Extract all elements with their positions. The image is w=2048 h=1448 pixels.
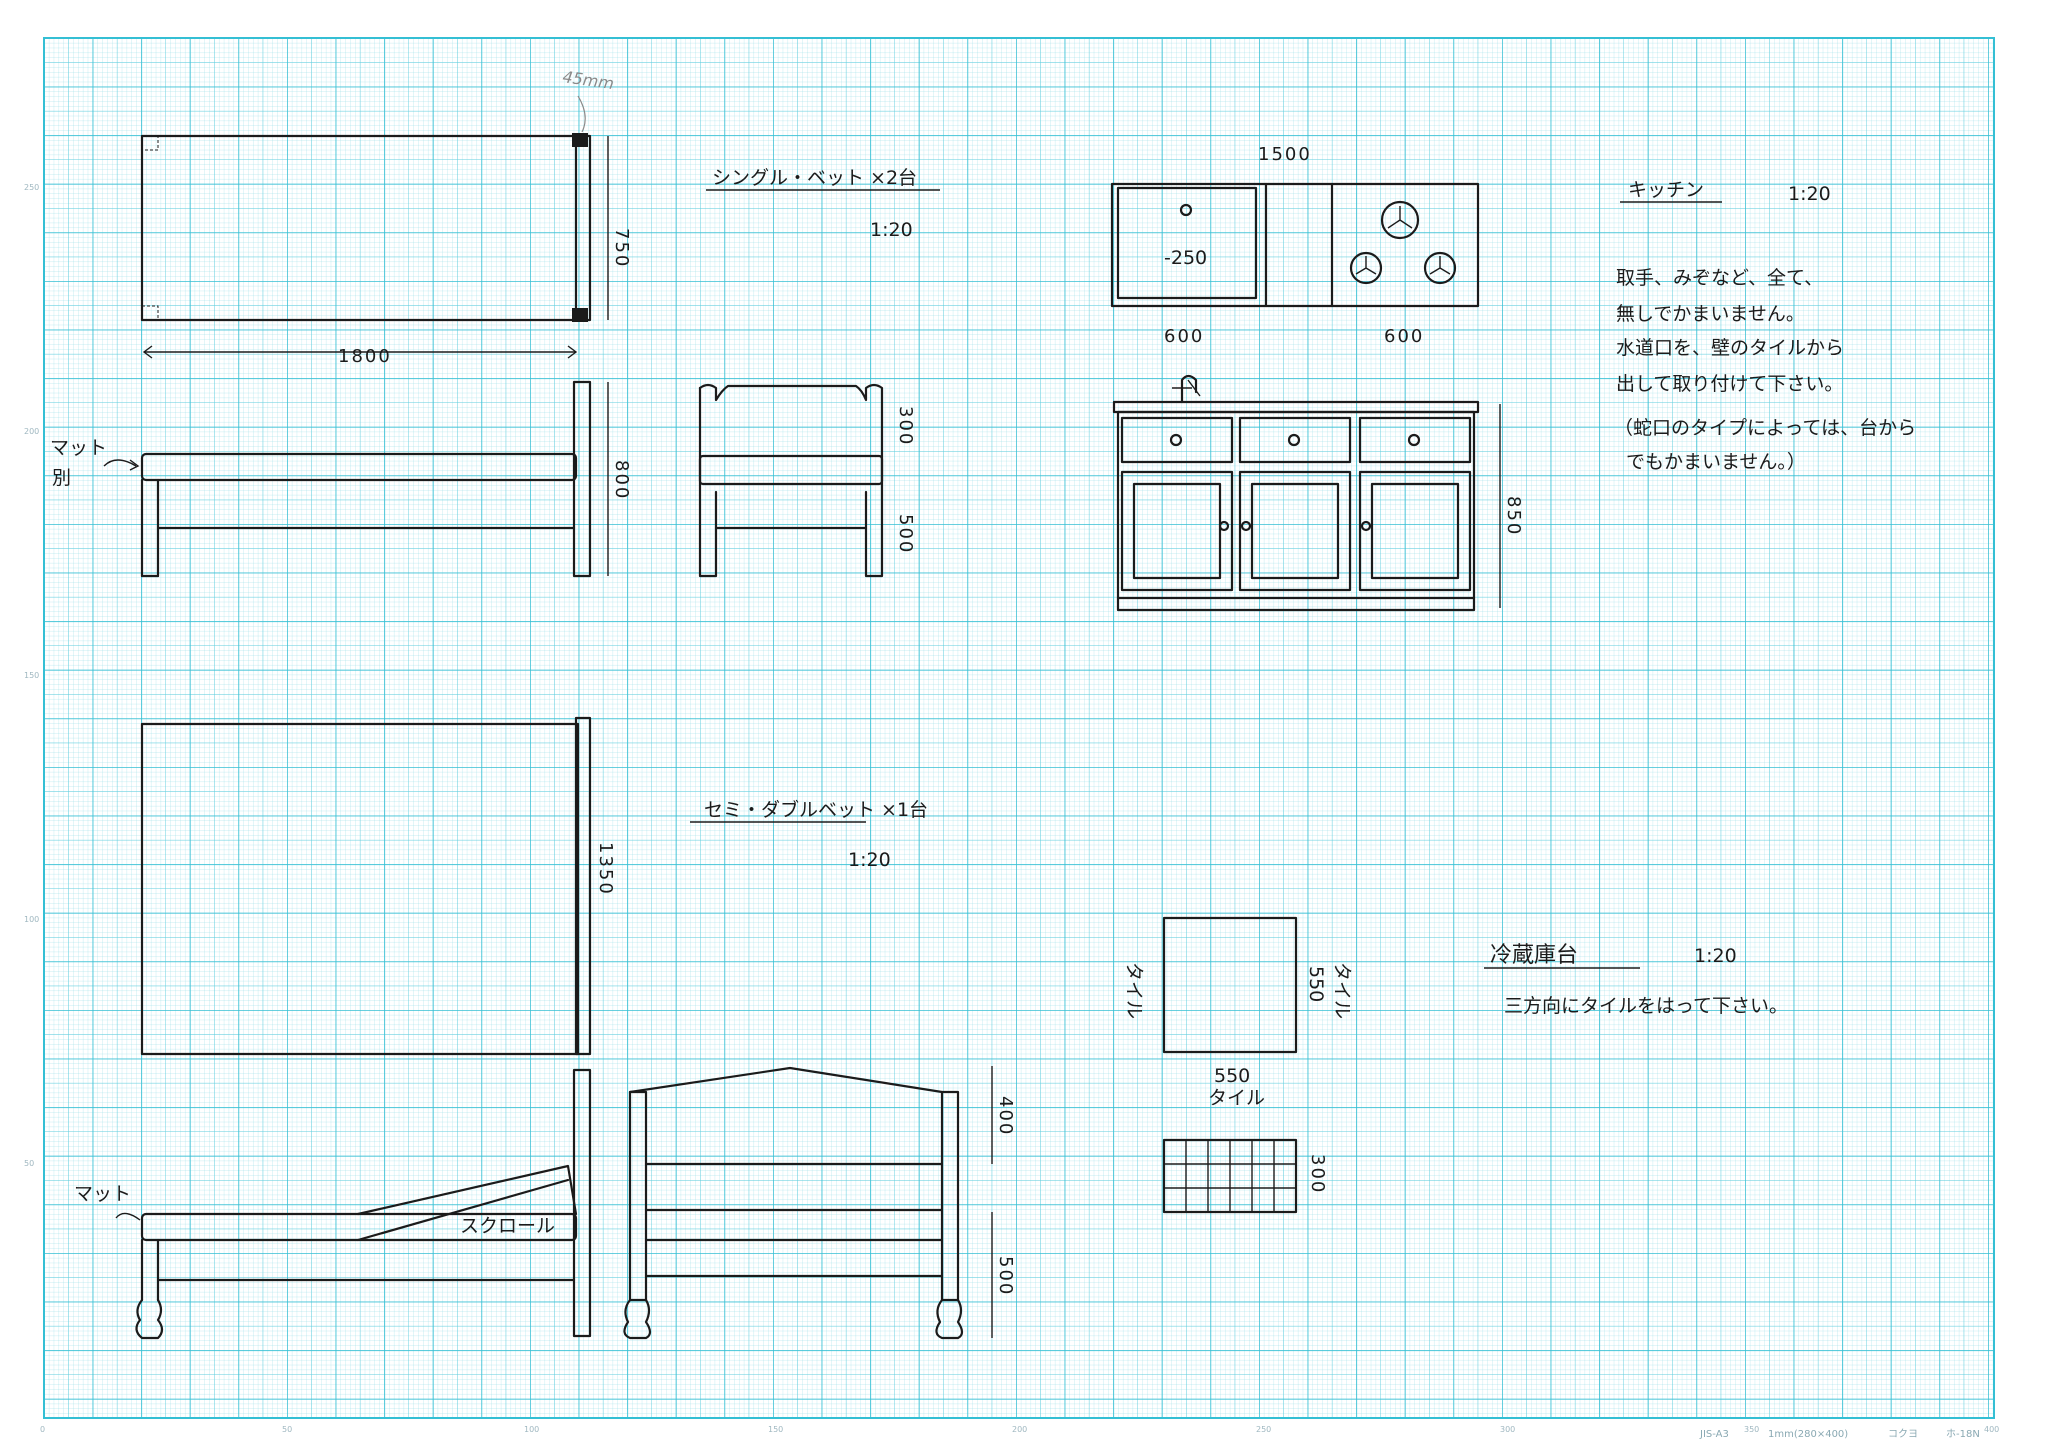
- single-bed-title: シングル・ベット ×2台: [712, 167, 917, 189]
- kitchen-note-2: 無しでかまいません。: [1616, 303, 1805, 325]
- semi-double-mat-note: マット: [74, 1183, 131, 1205]
- fridge-bottom-dim: 550: [1214, 1065, 1250, 1087]
- single-bed-end-elevation: 300 500: [698, 383, 916, 578]
- semi-double-depth-dim: 1350: [595, 842, 616, 896]
- x-axis-ticks: 0 50 100 150 200 250 300 350 400: [40, 1425, 1999, 1434]
- x-tick: 50: [282, 1425, 292, 1434]
- fridge-left-tile: タイル: [1123, 962, 1145, 1019]
- fridge-note: 三方向にタイルをはって下さい。: [1504, 995, 1788, 1017]
- kitchen-sink-note: -250: [1164, 247, 1207, 269]
- semi-double-lower-dim: 500: [995, 1256, 1016, 1296]
- semi-double-side-elevation: スクロール マット: [74, 1068, 592, 1340]
- kitchen-note-1: 取手、みぞなど、全て、: [1616, 267, 1823, 289]
- kitchen-elevation: 850: [1112, 374, 1524, 612]
- semi-double-bed-drawing: 1350 スクロール マット 400: [74, 716, 1016, 1340]
- kitchen-title: キッチン: [1628, 179, 1704, 201]
- x-tick: 100: [524, 1425, 539, 1434]
- x-tick: 250: [1256, 1425, 1271, 1434]
- y-tick: 200: [24, 427, 39, 436]
- fridge-stand-drawing: タイル 550 タイル 550 タイル 300 冷蔵庫台 1:20 三方向にタイ…: [1123, 916, 1788, 1214]
- semi-double-scale: 1:20: [848, 849, 891, 871]
- semi-double-title: セミ・ダブルベット ×1台: [704, 798, 928, 821]
- x-tick: 0: [40, 1425, 45, 1434]
- single-bed-height-dim: 800: [611, 460, 632, 500]
- x-tick: 300: [1500, 1425, 1515, 1434]
- kitchen-note-3: 水道口を、壁のタイルから: [1616, 337, 1844, 359]
- y-tick: 50: [24, 1159, 34, 1168]
- single-bed-depth-dim: 750: [611, 228, 632, 268]
- x-tick: 400: [1984, 1425, 1999, 1434]
- single-bed-separate-note: 別: [52, 467, 71, 489]
- kitchen-note-6: でもかまいません。）: [1626, 451, 1806, 473]
- single-bed-side-elevation: 800 マット 別: [50, 380, 632, 578]
- fridge-right-tile: タイル: [1331, 962, 1353, 1019]
- grid: [43, 37, 1995, 1419]
- single-bed-drawing: 1800 750 45mm 800 マット 別: [50, 67, 940, 578]
- y-tick: 250: [24, 183, 39, 192]
- fridge-tile-grid: 300: [1162, 1138, 1328, 1214]
- semi-double-scroll-note: スクロール: [460, 1215, 555, 1237]
- single-bed-upper-dim: 300: [895, 406, 916, 446]
- footer-paper: JIS-A3: [1699, 1429, 1729, 1440]
- fridge-right-dim: 550: [1305, 966, 1327, 1002]
- kitchen-stove-dim: 600: [1384, 326, 1424, 347]
- kitchen-sink-dim: 600: [1164, 326, 1204, 347]
- single-bed-scale: 1:20: [870, 219, 913, 241]
- footer-brand: コクヨ: [1888, 1428, 1918, 1440]
- kitchen-width-dim: 1500: [1258, 144, 1312, 165]
- kitchen-plan: -250 1500 600 600: [1110, 144, 1480, 347]
- semi-double-upper-dim: 400: [995, 1096, 1016, 1136]
- x-tick: 200: [1012, 1425, 1027, 1434]
- fridge-bottom-tile: タイル: [1208, 1087, 1265, 1109]
- y-axis-ticks: 250 200 150 100 50: [24, 183, 39, 1168]
- footer-code: ホ-18N: [1946, 1428, 1980, 1440]
- footer-grid: 1mm(280×400): [1768, 1429, 1848, 1440]
- y-tick: 100: [24, 915, 39, 924]
- single-bed-mat-note: マット: [50, 437, 107, 459]
- single-bed-width-dim: 1800: [338, 346, 392, 367]
- single-bed-lower-dim: 500: [895, 514, 916, 554]
- fridge-title: 冷蔵庫台: [1490, 943, 1578, 968]
- kitchen-height-dim: 850: [1503, 496, 1524, 536]
- x-tick: 150: [768, 1425, 783, 1434]
- semi-double-end-elevation: 400 500: [623, 1066, 1016, 1340]
- x-tick: 350: [1744, 1425, 1759, 1434]
- single-bed-plan: 1800 750 45mm: [140, 67, 632, 367]
- fridge-height-dim: 300: [1307, 1154, 1328, 1194]
- semi-double-bed-plan: 1350: [140, 716, 616, 1056]
- kitchen-scale: 1:20: [1788, 183, 1831, 205]
- kitchen-note-5: （蛇口のタイプによっては、台から: [1614, 417, 1916, 439]
- fridge-scale: 1:20: [1694, 945, 1737, 967]
- y-tick: 150: [24, 671, 39, 680]
- paper-footer: JIS-A3 1mm(280×400) コクヨ ホ-18N: [1699, 1428, 1980, 1440]
- kitchen-note-4: 出して取り付けて下さい。: [1616, 373, 1843, 395]
- kitchen-drawing: -250 1500 600 600: [1110, 144, 1916, 612]
